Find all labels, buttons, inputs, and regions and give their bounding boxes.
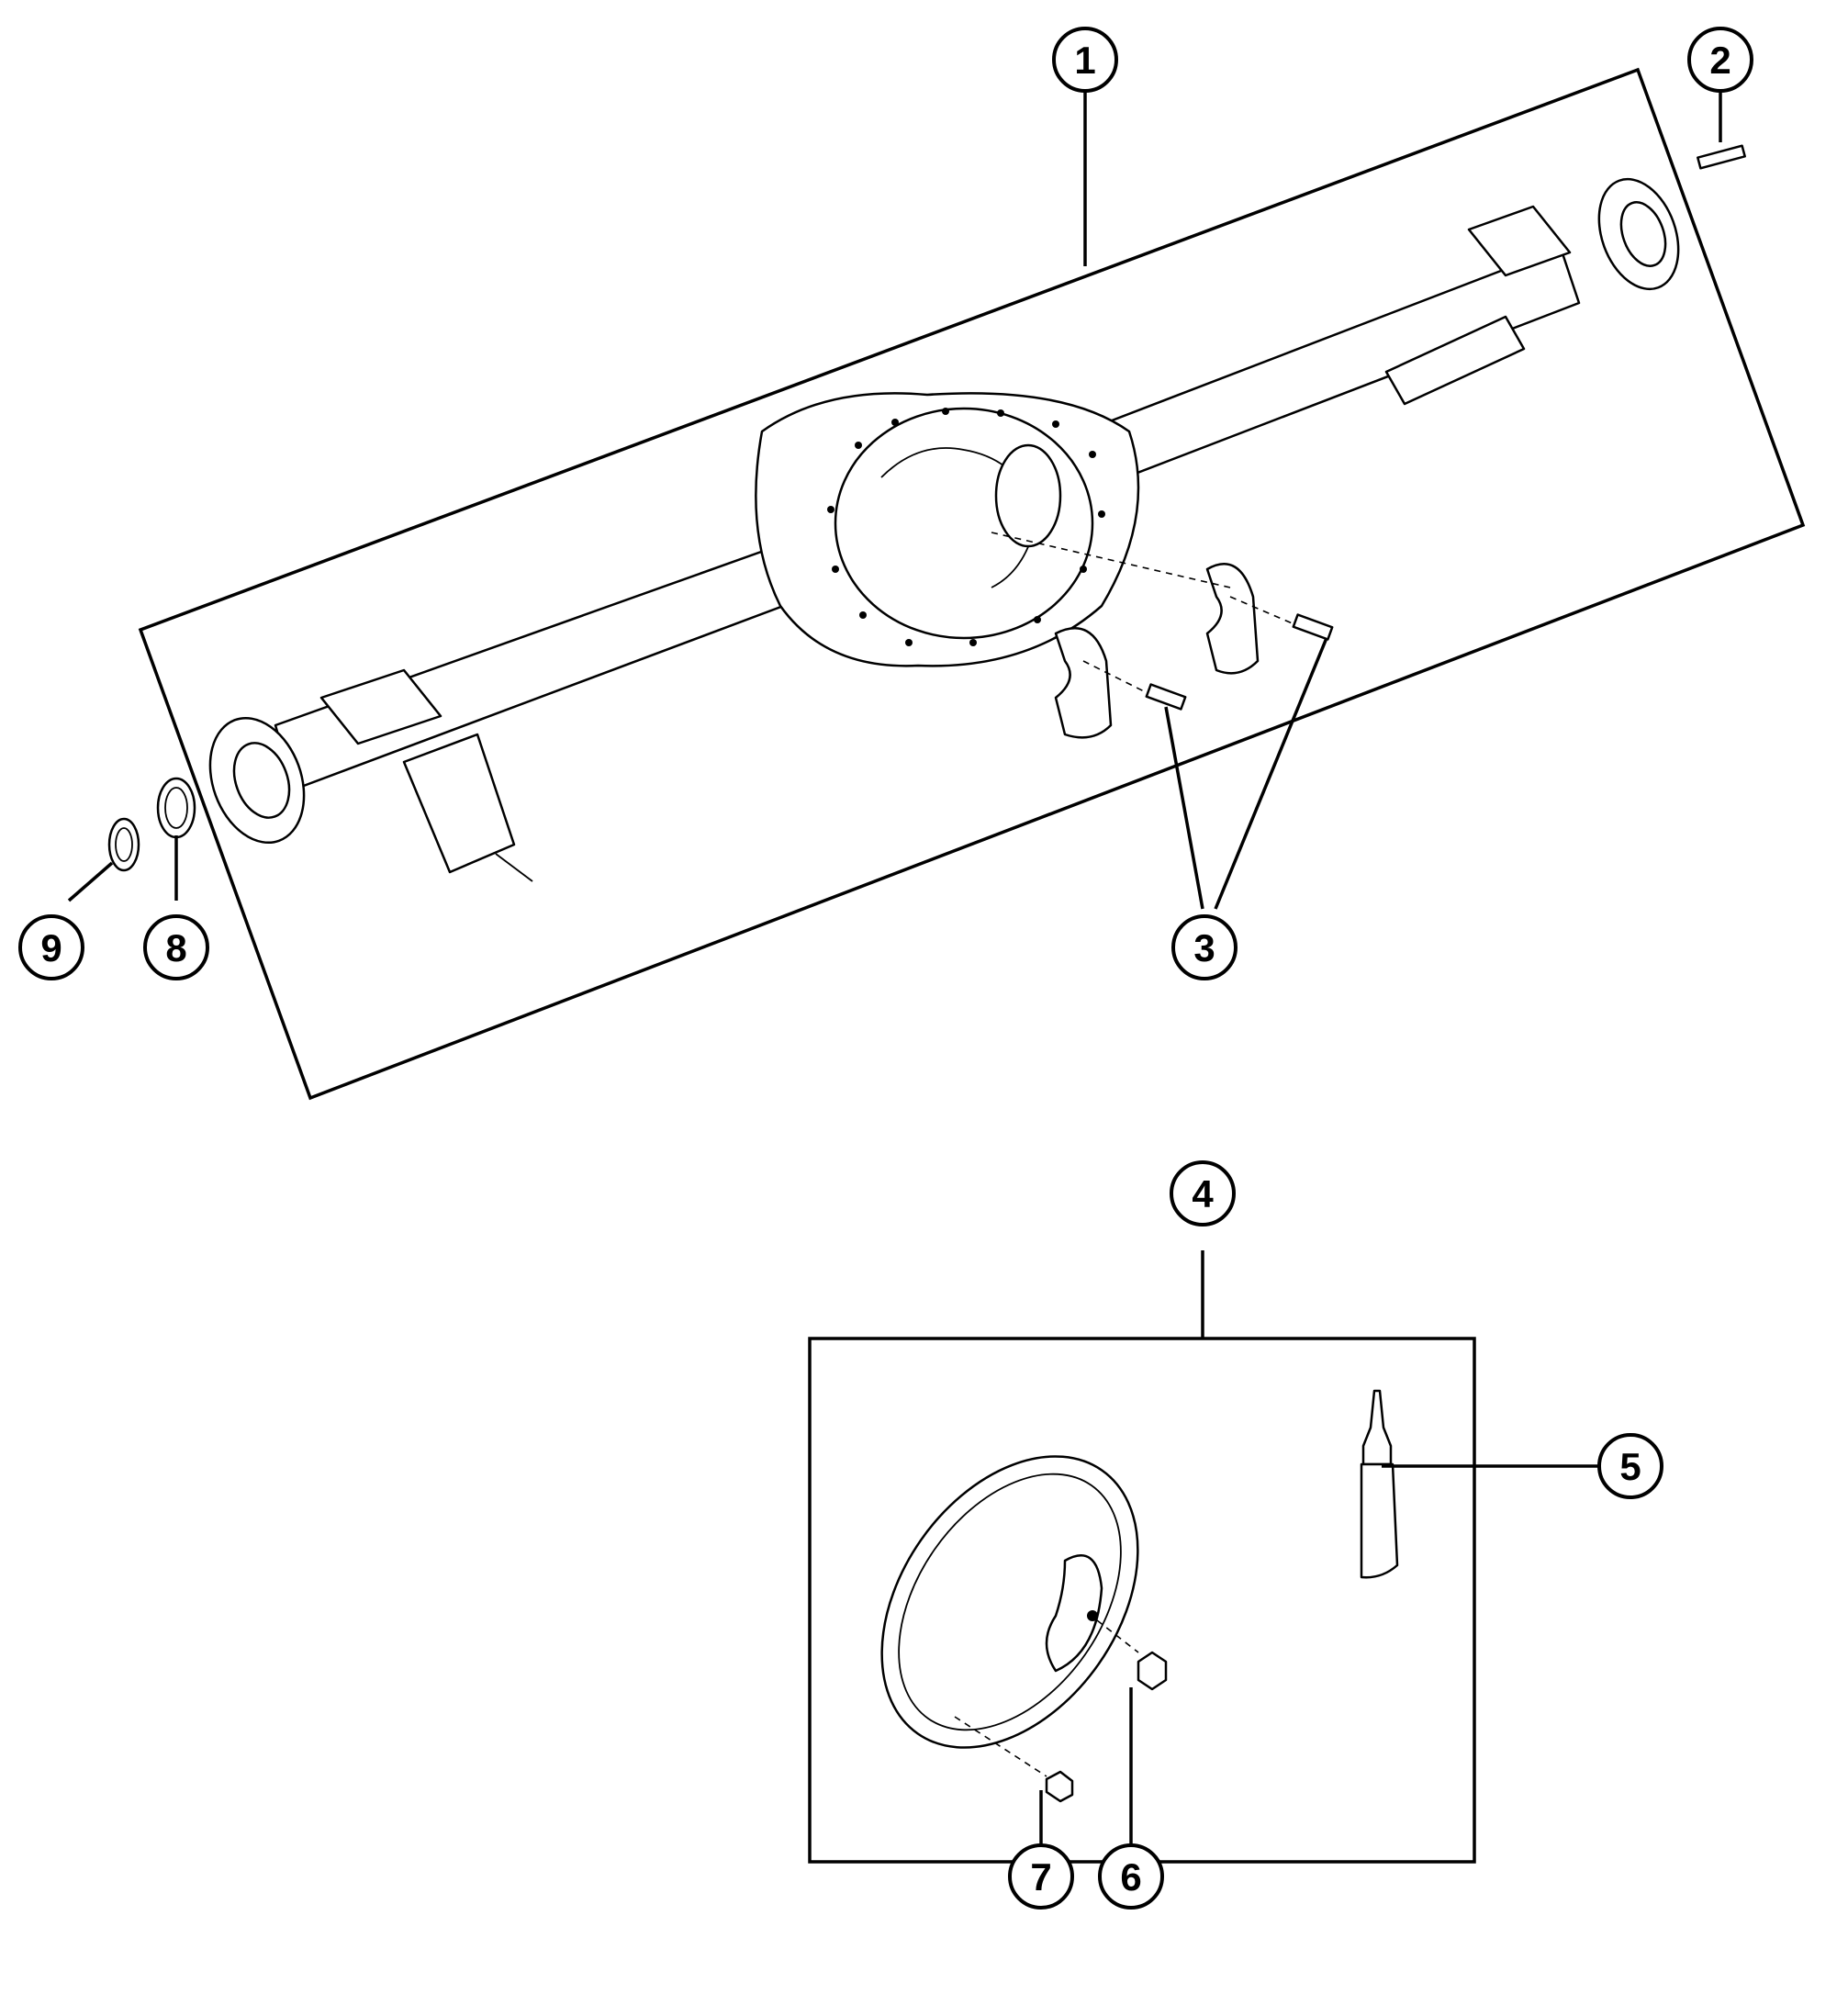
axle-seal [156, 777, 196, 839]
callout-5-label: 5 [1619, 1445, 1641, 1488]
bearing-cap-right [1205, 563, 1260, 675]
callout-6-label: 6 [1120, 1855, 1141, 1899]
bearing-cap-bolt-right [1229, 596, 1334, 641]
callout-2-label: 2 [1709, 39, 1730, 82]
callout-3: 3 [1171, 914, 1238, 980]
axle-housing [208, 177, 1680, 882]
axle-assembly-frame [138, 67, 1806, 1101]
callout-1-label: 1 [1074, 39, 1095, 82]
callout-2: 2 [1687, 27, 1753, 93]
fill-plug [1096, 1619, 1168, 1691]
callout-9: 9 [18, 914, 84, 980]
callout-7-label: 7 [1030, 1855, 1051, 1899]
leader-lines [67, 91, 1722, 1845]
callout-8-label: 8 [165, 926, 186, 969]
callout-1: 1 [1052, 27, 1118, 93]
sealant-tube [1360, 1389, 1399, 1579]
callout-3-label: 3 [1193, 926, 1215, 969]
bearing-cap-bolt-left [1082, 660, 1187, 711]
callout-7: 7 [1008, 1843, 1074, 1910]
callout-9-label: 9 [40, 926, 62, 969]
bearing-cap-left [1054, 627, 1113, 739]
callout-4-label: 4 [1192, 1172, 1214, 1215]
callout-4: 4 [1170, 1160, 1236, 1227]
callout-6: 6 [1098, 1843, 1164, 1910]
seal-ring [107, 817, 140, 872]
callout-5: 5 [1597, 1433, 1663, 1499]
callout-8: 8 [143, 914, 209, 980]
cover-bolt [954, 1716, 1074, 1803]
differential-cover [880, 1455, 1139, 1749]
vent-tube [1697, 144, 1746, 170]
